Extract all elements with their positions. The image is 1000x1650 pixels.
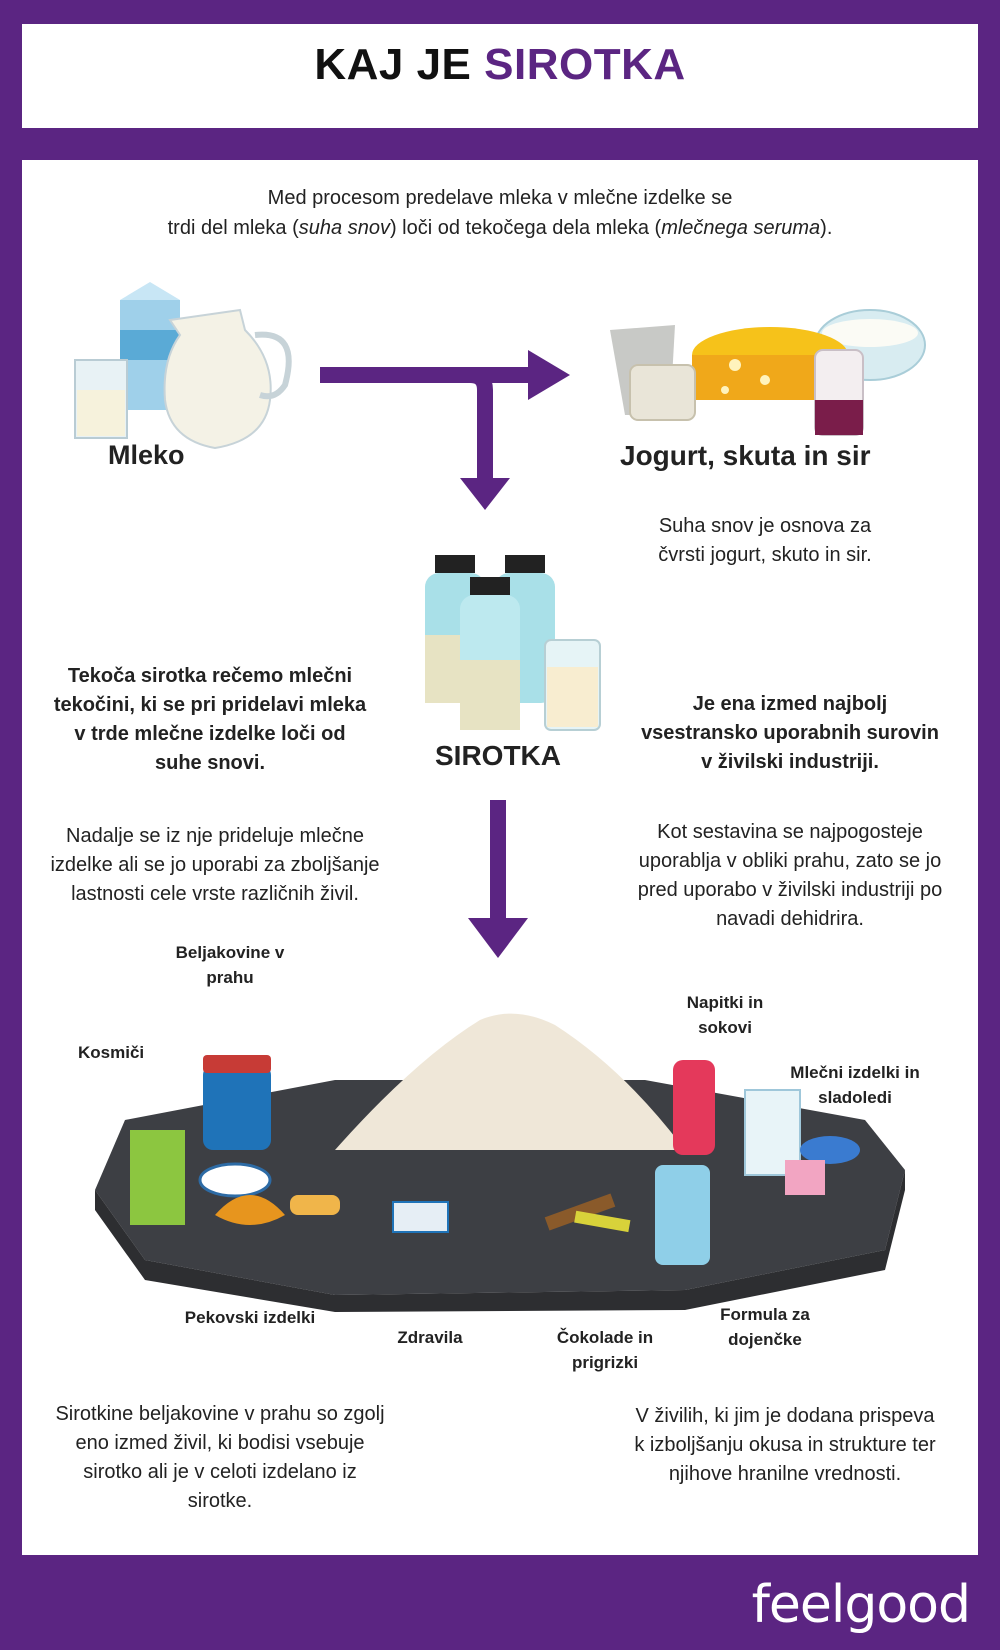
use-label-cereal: Kosmiči [78, 1043, 145, 1062]
left-bold-description: Tekoča sirotka rečemo mlečni tekočini, k… [53, 665, 367, 774]
whey-label: SIROTKA [435, 740, 561, 771]
juice-bottle [673, 1060, 715, 1155]
pill-pack [392, 1201, 449, 1233]
title-main: KAJ JE [314, 40, 472, 89]
intro-line-1: Med procesom predelave mleka v mlečne iz… [267, 187, 733, 209]
arrow-down-head [460, 478, 510, 510]
use-label-dairy: Mlečni izdelki in sladoledi [790, 1063, 920, 1107]
use-label-chocolate: Čokolade in prigrizki [556, 1328, 654, 1372]
formula-can [655, 1165, 710, 1265]
protein-tub [203, 1065, 271, 1150]
dairy-description: Suha snov je osnova za čvrsti jogurt, sk… [658, 515, 872, 566]
intro-text: Med procesom predelave mleka v mlečne iz… [100, 183, 900, 243]
uses-table-illustration [95, 1013, 905, 1312]
right-bold-description: Je ena izmed najbolj vsestransko uporabn… [641, 693, 939, 773]
whey-bottles-illustration [425, 555, 601, 731]
intro-line-2: trdi del mleka (suha snov) loči od tekoč… [167, 217, 833, 239]
use-label-bakery: Pekovski izdelki [184, 1308, 316, 1327]
title-accent: SIROTKA [484, 40, 686, 89]
milk-label: Mleko [108, 440, 185, 470]
use-label-supplements: Zdravila [397, 1328, 463, 1347]
milk-illustration [74, 282, 292, 450]
use-label-drinks: Napitki in sokovi [686, 993, 764, 1037]
arrow-right-head [528, 350, 570, 400]
croissant [215, 1195, 285, 1225]
bottom-right-text: V živilih, ki jim je dodana prispeva k i… [634, 1405, 936, 1485]
use-label-protein: Beljakovine v prahu [175, 943, 285, 987]
right-description: Kot sestavina se najpogosteje uporablja … [637, 821, 943, 930]
down-arrow [468, 800, 528, 958]
split-arrow [320, 350, 570, 510]
title-banner [22, 24, 978, 128]
cereal-box [130, 1130, 185, 1225]
bottom-left-text: Sirotkine beljakovine v prahu so zgolj e… [55, 1403, 385, 1512]
whey-powder-pile [335, 1013, 685, 1150]
use-label-formula: Formula za dojenčke [720, 1305, 810, 1349]
dairy-label: Jogurt, skuta in sir [620, 440, 871, 471]
dairy-products-illustration [610, 309, 926, 436]
feelgood-logo: feelgood [751, 1575, 971, 1635]
left-description: Nadalje se iz nje prideluje mlečne izdel… [50, 825, 380, 905]
page-title: KAJ JE SIROTKA [0, 40, 1000, 90]
